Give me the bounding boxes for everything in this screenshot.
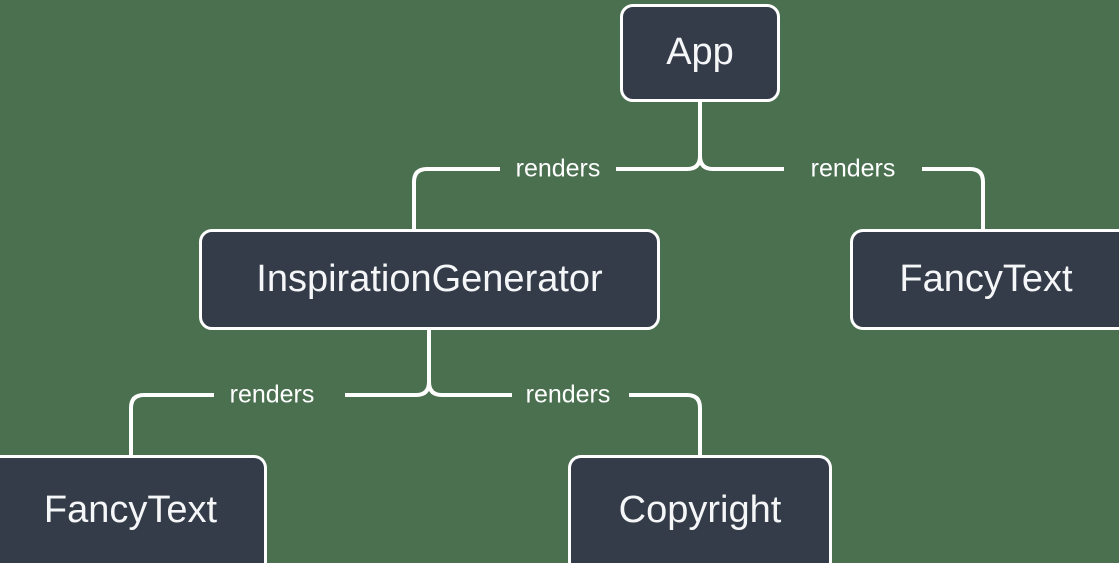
- edge-label-app-to-fancytext-right: renders: [810, 154, 896, 183]
- edge-label-inspiration-generator-to-fancytext: renders: [229, 380, 315, 409]
- node-fancytext-bottom-left-label: FancyText: [43, 488, 218, 531]
- node-fancytext-right[interactable]: FancyText: [850, 229, 1119, 330]
- node-fancytext-bottom-left[interactable]: FancyText: [0, 455, 267, 563]
- connector-app-to-inspiration-right-arm: [616, 155, 702, 171]
- node-app[interactable]: App: [620, 4, 780, 102]
- connector-inspiration-to-fancytext-left-arm: [129, 393, 214, 455]
- node-inspiration-generator-label: InspirationGenerator: [256, 257, 603, 300]
- node-fancytext-right-label: FancyText: [899, 257, 1073, 300]
- connector-inspiration-to-copyright-left-arm: [427, 381, 512, 397]
- connector-inspiration-to-fancytext-right-arm: [345, 381, 431, 397]
- node-copyright-label: Copyright: [618, 488, 782, 531]
- connector-app-to-fancytext-right-arm: [922, 167, 985, 229]
- node-app-label: App: [666, 31, 734, 73]
- edge-label-inspiration-generator-to-copyright: renders: [525, 380, 611, 409]
- connector-app-to-inspiration-left-arm: [412, 167, 500, 229]
- connector-inspiration-to-copyright-right-arm: [629, 393, 702, 455]
- connector-app-to-fancytext-left-arm: [698, 155, 784, 171]
- node-inspiration-generator[interactable]: InspirationGenerator: [199, 229, 660, 330]
- node-copyright[interactable]: Copyright: [568, 455, 832, 563]
- edge-label-app-to-inspiration-generator: renders: [515, 154, 601, 183]
